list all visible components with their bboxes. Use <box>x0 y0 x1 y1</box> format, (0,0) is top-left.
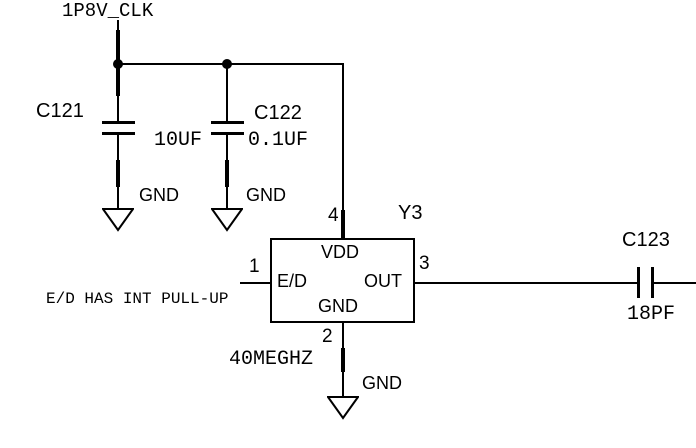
wire-out-right <box>654 282 696 284</box>
capacitor-c122-plate-bottom <box>211 132 244 135</box>
gnd-label-c122: GND <box>246 185 286 205</box>
capacitor-c122-value: 0.1UF <box>248 129 309 152</box>
gnd-symbol-pin2-icon <box>327 396 359 420</box>
wire-c121-top-pin <box>116 66 120 96</box>
gnd-label-pin2: GND <box>362 373 402 393</box>
wire-pin4-pin <box>341 210 345 238</box>
gnd-label-c121: GND <box>139 185 179 205</box>
capacitor-c122-plate-top <box>211 121 244 124</box>
capacitor-c121-ref: C121 <box>36 100 84 122</box>
pin-name-vdd: VDD <box>321 242 360 262</box>
capacitor-c123-value: 18PF <box>627 303 676 326</box>
gnd-symbol-c121-icon <box>102 208 134 232</box>
wire-net-stub-pin <box>116 30 120 64</box>
net-label-1p8v-clk: 1P8V_CLK <box>62 0 154 22</box>
oscillator-y3-ref: Y3 <box>398 202 423 224</box>
wire-pin1-stub <box>240 282 270 284</box>
note-ed-pullup: E/D HAS INT PULL-UP <box>46 290 229 308</box>
pin-name-out: OUT <box>364 271 402 291</box>
pin-name-gnd: GND <box>318 296 358 316</box>
wire-out <box>413 282 639 284</box>
pin-name-ed: E/D <box>277 271 308 291</box>
capacitor-c123-ref: C123 <box>622 229 670 251</box>
wire-vdd-feed <box>342 63 344 238</box>
pin-number-2: 2 <box>322 326 333 347</box>
wire-c121-bottom-pin <box>116 160 120 187</box>
pin-number-1: 1 <box>249 256 260 277</box>
gnd-symbol-c122-icon <box>211 208 243 232</box>
pin-number-4: 4 <box>328 205 339 226</box>
capacitor-c123-plate-right <box>651 267 654 298</box>
capacitor-c121-plate-top <box>102 121 135 124</box>
capacitor-c121-plate-bottom <box>102 132 135 135</box>
wire-c122-bottom-pin <box>225 160 229 187</box>
wire-pin2-pin <box>341 348 345 372</box>
oscillator-y3-value: 40MEGHZ <box>229 348 314 371</box>
capacitor-c122-ref: C122 <box>254 102 302 124</box>
oscillator-y3-body <box>270 238 415 323</box>
capacitor-c121-value: 10UF <box>154 129 203 152</box>
pin-number-3: 3 <box>419 253 430 274</box>
capacitor-c123-plate-left <box>637 267 640 298</box>
wire-c122-top <box>226 63 228 122</box>
